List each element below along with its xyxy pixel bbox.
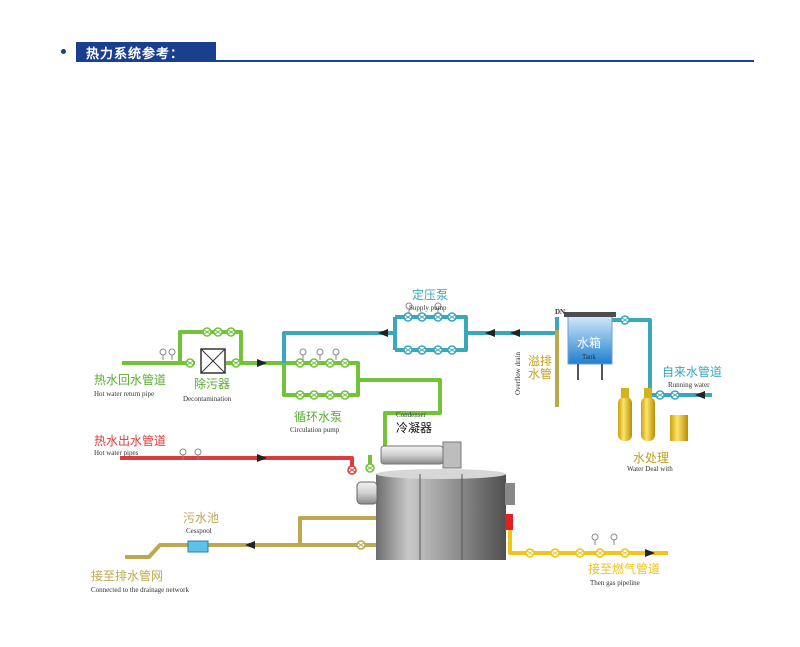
gauge-icon — [299, 348, 307, 356]
condenser-label-en: Condenser — [396, 411, 427, 419]
drainage-label: 接至排水管网 — [91, 568, 163, 583]
valve-cross-icon — [418, 314, 426, 320]
pipe-arrow-icon — [485, 329, 495, 337]
valve-cross-icon — [448, 347, 456, 353]
valve-cross-icon — [348, 467, 356, 473]
valve-cross-icon — [214, 329, 222, 335]
valve-cross-icon — [296, 360, 304, 366]
pipe-arrow-icon — [695, 391, 705, 399]
condenser — [380, 441, 462, 469]
dn-label: DN — [555, 308, 565, 316]
gas-label-en: Then gas pipeline — [590, 579, 640, 587]
valve-cross-icon — [621, 550, 629, 556]
flow-arrow-group — [245, 329, 705, 557]
valve-cross-icon — [203, 329, 211, 335]
circ-pump-label-en: Circulation pump — [290, 426, 340, 434]
valve-cross-icon — [448, 314, 456, 320]
header-divider — [216, 60, 754, 62]
drainage-pipes — [125, 330, 559, 559]
gauge-icon — [316, 348, 324, 356]
valve-cross-icon — [404, 347, 412, 353]
valve-cross-icon — [341, 392, 349, 398]
gauge-group — [159, 302, 618, 545]
gauge-icon — [610, 533, 618, 541]
gauge-icon — [591, 533, 599, 541]
overflow-label-en: Overflow drain — [514, 352, 522, 395]
valve-cross-icon — [621, 317, 629, 323]
gauge-icon — [194, 448, 202, 456]
water-treat-label: 水处理 — [633, 451, 669, 465]
water-treat-label-en: Water Deal with — [627, 465, 673, 473]
supply-pump-label-en: Supply pump — [409, 304, 447, 312]
overflow-label-1: 溢排 — [528, 354, 552, 368]
valve-cross-icon — [296, 392, 304, 398]
pipe-arrow-icon — [378, 329, 388, 337]
overflow-label-2: 水管 — [528, 366, 552, 381]
valve-cross-icon — [551, 550, 559, 556]
section-title: 热力系统参考： — [86, 47, 185, 62]
decontaminator — [200, 348, 226, 374]
valve-cross-icon — [326, 392, 334, 398]
boiler — [356, 469, 515, 560]
hot-water-out-pipe — [120, 456, 354, 470]
running-water-label-en: Running water — [668, 381, 710, 389]
valve-cross-icon — [227, 329, 235, 335]
pipe-arrow-icon — [645, 549, 655, 557]
valve-cross-icon — [341, 360, 349, 366]
circ-pump-label: 循环水泵 — [294, 410, 342, 424]
pipe-arrow-icon — [245, 541, 255, 549]
valve-cross-icon — [310, 360, 318, 366]
valve-cross-icon — [232, 360, 240, 366]
valve-cross-icon — [656, 392, 664, 398]
water-treatment-unit — [618, 388, 688, 441]
valve-group — [185, 312, 680, 558]
hot-out-label: 热水出水管道 — [94, 433, 166, 448]
valve-cross-icon — [186, 360, 194, 366]
valve-cross-icon — [434, 314, 442, 320]
decontam-label-en: Decontamination — [183, 395, 232, 403]
bullet-icon — [61, 49, 66, 54]
pipe-arrow-icon — [510, 329, 520, 337]
hot-return-label-en: Hot water return pipe — [94, 390, 154, 398]
pipe-arrow-icon — [257, 454, 267, 462]
valve-cross-icon — [310, 392, 318, 398]
valve-cross-icon — [526, 550, 534, 556]
decontam-label: 除污器 — [194, 376, 230, 391]
gauge-icon — [179, 448, 187, 456]
cesspool — [187, 540, 209, 553]
valve-cross-icon — [596, 550, 604, 556]
valve-cross-icon — [326, 360, 334, 366]
section-header — [76, 42, 216, 62]
water-tank — [564, 312, 616, 380]
pipe-arrow-icon — [257, 359, 267, 367]
valve-cross-icon — [576, 550, 584, 556]
gauge-icon — [168, 348, 176, 356]
valve-cross-icon — [357, 542, 365, 548]
running-water-label: 自来水管道 — [662, 364, 722, 379]
condenser-label: 冷凝器 — [396, 420, 432, 435]
hot-return-label: 热水回水管道 — [94, 372, 166, 387]
valve-cross-icon — [418, 347, 426, 353]
supply-pump-label: 定压泵 — [412, 287, 448, 302]
drainage-label-en: Connected to the drainage network — [91, 586, 189, 594]
gauge-icon — [332, 348, 340, 356]
valve-cross-icon — [404, 314, 412, 320]
tank-label-en: Tank — [582, 353, 596, 361]
valve-cross-icon — [366, 465, 374, 471]
gas-label: 接至燃气管道 — [588, 561, 660, 576]
valve-cross-icon — [671, 392, 679, 398]
valve-cross-icon — [434, 347, 442, 353]
gauge-icon — [159, 348, 167, 356]
supply-pipe-loop — [282, 315, 712, 397]
hot-out-label-en: Hot water pipes — [94, 449, 139, 457]
tank-label: 水箱 — [577, 335, 601, 350]
cesspool-label: 污水池 — [183, 511, 219, 525]
cesspool-label-en: Cesspool — [186, 527, 212, 535]
